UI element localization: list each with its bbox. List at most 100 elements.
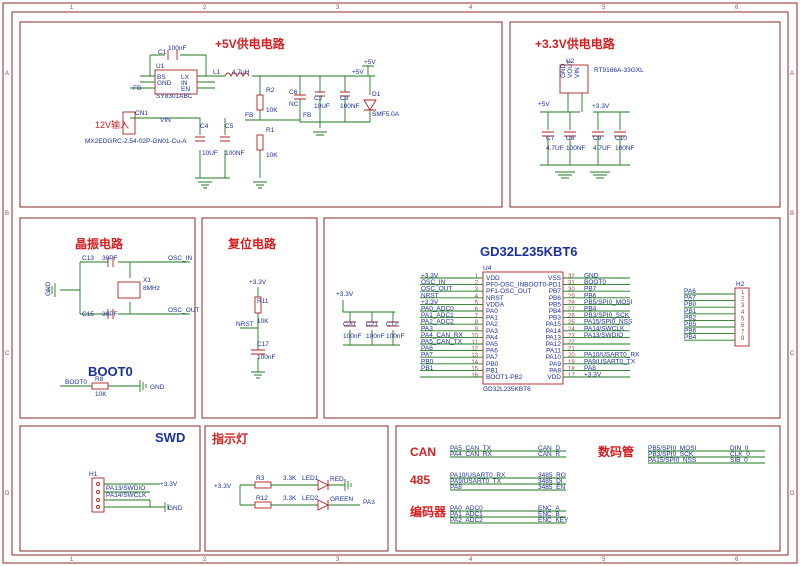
mcu-pin-right: PB3 (549, 315, 562, 322)
mcu-pin-left: PA7 (486, 354, 498, 361)
mcu-pin-right: VDD (547, 374, 561, 381)
mcu-net-right: PB4 (584, 306, 597, 313)
mcu-pin-num: 4 (475, 294, 479, 300)
seg-left: PB5/SPI0_MOSI (648, 445, 697, 452)
label-33v: 4.7UF (593, 145, 611, 152)
label-swd: GND (168, 505, 183, 512)
label-swd: PA14/SWCLK (106, 492, 147, 499)
label-crystal: OSC_OUT (168, 307, 199, 314)
mcu-pin-num: 1 (475, 274, 479, 280)
mcu-net-left: OSC_OUT (421, 286, 452, 293)
grid-col-bottom: 5 (602, 557, 606, 563)
mcu-pin-num: 31 (568, 281, 575, 287)
mcu-pin-num: 14 (471, 360, 478, 366)
mcu-chip-name: GD32L235KBT6 (483, 386, 531, 393)
label-5v: C3 (340, 95, 349, 102)
grid-col-bottom: 6 (735, 557, 739, 563)
label-5v: 100NF (340, 103, 360, 110)
mcu-net-left: PB1 (421, 365, 434, 372)
mcu-net-right: PA10/USART0_RX (584, 352, 640, 359)
title-mcu: GD32L235KBT6 (480, 244, 578, 259)
mcu-net-left: PA1_ADC1 (421, 312, 454, 319)
grid-col-top: 2 (203, 5, 207, 11)
label-led: LED2 (302, 495, 319, 502)
h2-pin-num: 5 (741, 316, 745, 322)
label-33v: U2 (566, 58, 575, 65)
label-reset: NRST (236, 321, 254, 328)
mcu-pin-num: 7 (475, 314, 479, 320)
mcu-pin-right: PA10 (546, 354, 562, 361)
grid-col-top: 4 (469, 5, 473, 11)
label-crystal: C15 (82, 311, 94, 318)
label-decoupling: 100nF (366, 333, 384, 340)
input-connector (122, 111, 136, 135)
title-swd: SWD (155, 430, 185, 445)
label-5v: SY8301ABC (156, 93, 193, 100)
label-decoupling: C12 (386, 321, 398, 328)
grid-row-right: B (790, 211, 794, 217)
r485-left: PA10/USART0_RX (450, 472, 506, 479)
mcu-pin-right: PA8 (549, 367, 561, 374)
mcu-pin-left: PB1 (486, 367, 499, 374)
mcu-net-left: OSC_IN (421, 279, 446, 286)
mcu-decoupling (342, 300, 400, 346)
label-33v: RT9166A-33GXL (594, 67, 644, 74)
h2-pin-num: 3 (741, 303, 745, 309)
label-swd: H1 (89, 471, 98, 478)
title-485: 485 (410, 473, 430, 487)
mcu-pin-right: PA15 (546, 321, 562, 328)
block-frame-33v (509, 21, 781, 208)
mcu-pin-num: 30 (568, 287, 575, 293)
label-5v: CN1 (135, 110, 148, 117)
sheet-inner-border (11, 11, 789, 556)
h2-net: PA6 (684, 288, 696, 295)
label-5v: NC (289, 101, 299, 108)
grid-col-top: 1 (70, 5, 74, 11)
label-5v: C4 (200, 123, 209, 130)
mcu-net-right: PA8 (584, 365, 596, 372)
label-5v: 4.7uH (232, 69, 250, 76)
label-5v: SMF5.0A (372, 111, 400, 118)
mcu-pin-num: 17 (568, 373, 575, 379)
label-5v: VIN (160, 117, 171, 124)
label-5v: FB (133, 85, 141, 92)
mcu-pin-left: BOOT1-PB2 (486, 374, 523, 381)
label-33v: C10 (615, 135, 627, 142)
enc-left: PA0_ADC0 (450, 505, 483, 512)
mcu-pin-left: PA4 (486, 334, 498, 341)
can-right: CAN_D (538, 445, 560, 452)
swd-header (91, 477, 105, 513)
label-5v: C2 (314, 95, 323, 102)
block-frame-swd (19, 425, 201, 552)
label-led: R3 (256, 475, 265, 482)
mcu-pin-num: 21 (568, 347, 575, 353)
seg-left: PB3/SPI0_SCK (648, 451, 694, 458)
mcu-pin-right: VSS (548, 275, 562, 282)
mcu-chip (482, 271, 564, 385)
label-5v: U1 (156, 63, 165, 70)
grid-col-top: 6 (735, 5, 739, 11)
enc-left: PA1_ADC1 (450, 511, 483, 518)
circuit-reset (240, 287, 265, 379)
mcu-net-left: PA7 (421, 352, 433, 359)
mcu-pin-num: 32 (568, 274, 575, 280)
mcu-pin-left: PA0 (486, 308, 498, 315)
block-frame-crystal (19, 217, 196, 419)
mcu-net-right: BOOT0 (584, 279, 606, 286)
mcu-pin-right: PB5 (549, 301, 562, 308)
crystal-x1 (117, 281, 141, 299)
label-5v: EN (181, 86, 190, 93)
mcu-net-right: +3.3V (584, 372, 602, 379)
title-crystal: 晶振电路 (75, 236, 124, 251)
label-boot: GND (150, 384, 165, 391)
title-segment: 数码管 (598, 444, 634, 459)
r485-right: 3485_DI (538, 478, 563, 485)
mcu-pin-left: VDDA (486, 301, 505, 308)
mcu-net-right: PB6 (584, 292, 597, 299)
mcu-net-right: PA13/SWDIO (584, 332, 623, 339)
label-boot: R8 (95, 376, 104, 383)
label-5v: GND (157, 80, 172, 87)
